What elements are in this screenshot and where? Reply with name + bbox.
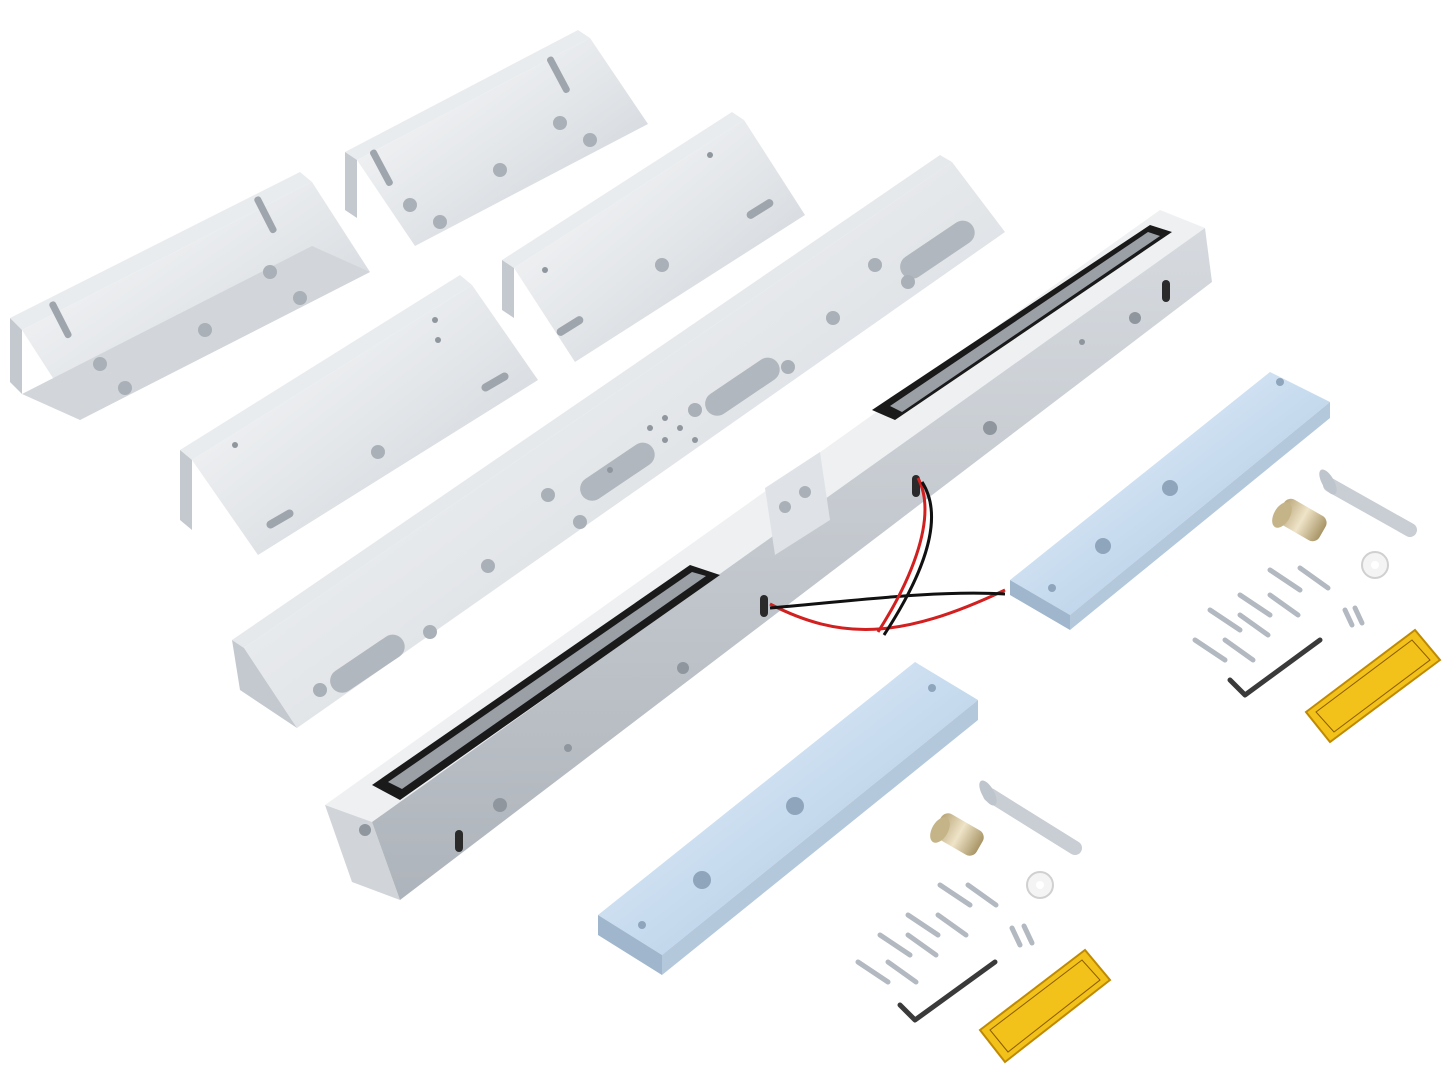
armature-plate-1: [1010, 372, 1330, 630]
double-magnetic-lock: [325, 210, 1212, 900]
l-bracket-2: [345, 30, 648, 246]
hardware-set-2: [855, 780, 1112, 1064]
l-bracket-1: [10, 172, 370, 420]
lock-wires: [769, 477, 1006, 636]
armature-plate-2: [598, 662, 978, 975]
hardware-set-1: [1192, 469, 1442, 744]
l-bracket-4: [502, 112, 805, 362]
l-bracket-3: [180, 275, 538, 555]
zl-mounting-plate: [232, 155, 1005, 728]
